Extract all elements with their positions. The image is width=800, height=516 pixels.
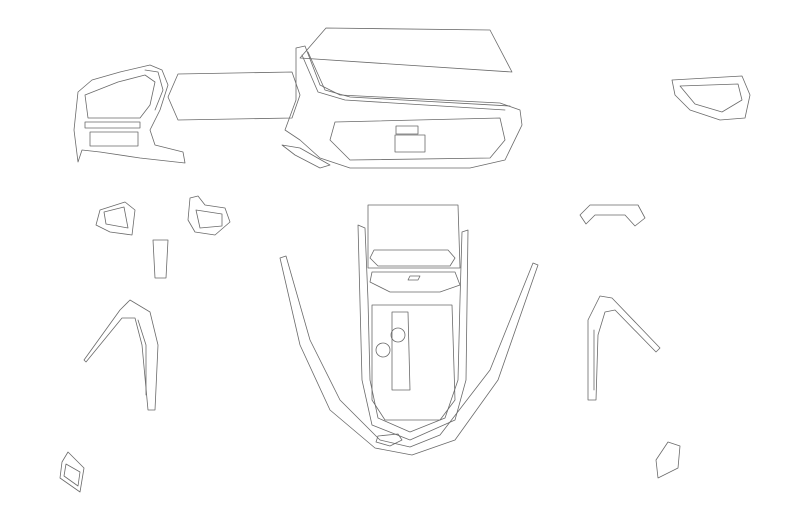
bottom-right-piece xyxy=(655,441,681,479)
bottom-left-piece xyxy=(59,451,85,493)
steering-button-right-part xyxy=(187,195,231,236)
left-dash-cluster-part xyxy=(73,64,186,164)
left-pillar-part xyxy=(83,299,159,411)
steering-button-right-inner xyxy=(195,209,223,229)
instrument-screen-part xyxy=(167,71,301,121)
steering-button-left-part xyxy=(95,201,136,236)
right-pillar-part xyxy=(587,295,661,401)
column-trim-part xyxy=(152,239,169,279)
steering-button-left-inner xyxy=(103,206,129,229)
upper-right-trim-part xyxy=(579,204,646,227)
right-vent-part xyxy=(671,75,751,121)
top-screen-part xyxy=(299,27,513,73)
center-console-part xyxy=(279,204,539,456)
center-dash-trim-part xyxy=(281,45,523,169)
